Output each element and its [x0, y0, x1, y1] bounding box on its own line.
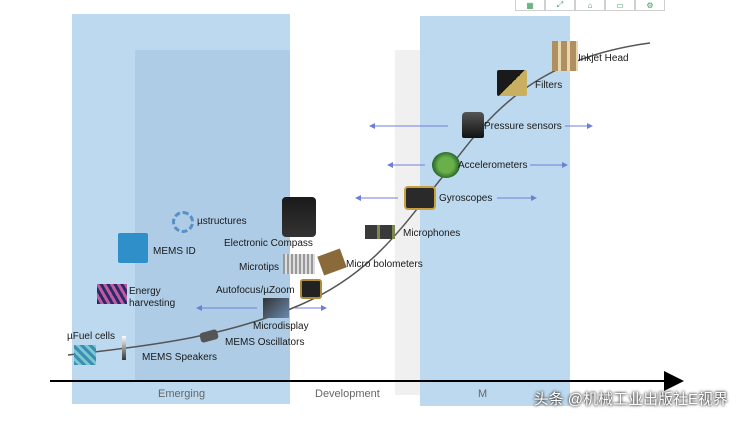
gyroscope-icon	[404, 186, 436, 210]
label-mems-id: MEMS ID	[153, 246, 196, 257]
speaker-icon	[122, 336, 126, 360]
home-icon[interactable]: ⌂	[575, 0, 605, 11]
phase-label-emerging: Emerging	[158, 388, 206, 400]
label-microphones: Microphones	[403, 228, 461, 239]
label-inkjet-head: Inkjet Head	[578, 53, 629, 64]
label-electronic-compass: Electronic Compass	[224, 238, 313, 249]
viewer-toolbar: ▦ ⤢ ⌂ ▭ ⚙	[515, 0, 665, 12]
pressure-sensor-icon	[462, 112, 484, 138]
development-band	[395, 50, 420, 395]
microtips-icon	[283, 254, 315, 274]
label-filters: Filters	[535, 80, 563, 91]
phase-label-mature: M	[478, 388, 488, 400]
emerging-inner-band	[135, 50, 290, 380]
expand-icon[interactable]: ⤢	[545, 0, 575, 11]
label-micro-bolometers: Micro bolometers	[346, 259, 423, 270]
label-accelerometers: Accelerometers	[458, 160, 528, 171]
label-microtips: Microtips	[239, 262, 280, 273]
label-pressure-sensors: Pressure sensors	[484, 121, 562, 132]
phone-icon	[282, 197, 316, 237]
autofocus-module-icon	[300, 279, 322, 299]
inkjet-head-icon	[552, 41, 578, 71]
watermark: 头条 @机械工业出版社E视界	[533, 391, 728, 408]
microphone-icon	[365, 225, 395, 239]
fuel-cell-icon	[74, 345, 96, 365]
gear-structure-icon	[172, 211, 194, 233]
label-mems-speakers: MEMS Speakers	[142, 352, 218, 363]
accelerometer-icon	[432, 152, 460, 178]
label-fuel-cells: µFuel cells	[67, 331, 115, 342]
window-icon[interactable]: ▭	[605, 0, 635, 11]
label-gyroscopes: Gyroscopes	[439, 193, 493, 204]
label-energy-harvesting: Energy harvesting	[129, 286, 176, 309]
mature-band	[420, 16, 570, 406]
phase-label-development: Development	[315, 388, 380, 400]
label-mems-oscillators: MEMS Oscillators	[225, 337, 305, 348]
label-microdisplay: Microdisplay	[253, 321, 309, 332]
label-mu-structures: µstructures	[197, 216, 247, 227]
filter-chip-icon	[497, 70, 527, 96]
microdisplay-icon	[263, 298, 289, 318]
gear-icon[interactable]: ⚙	[635, 0, 665, 11]
label-autofocus: Autofocus/µZoom	[216, 285, 295, 296]
mems-id-icon	[118, 233, 148, 263]
energy-harvesting-icon	[97, 284, 127, 304]
grid-icon[interactable]: ▦	[515, 0, 545, 11]
